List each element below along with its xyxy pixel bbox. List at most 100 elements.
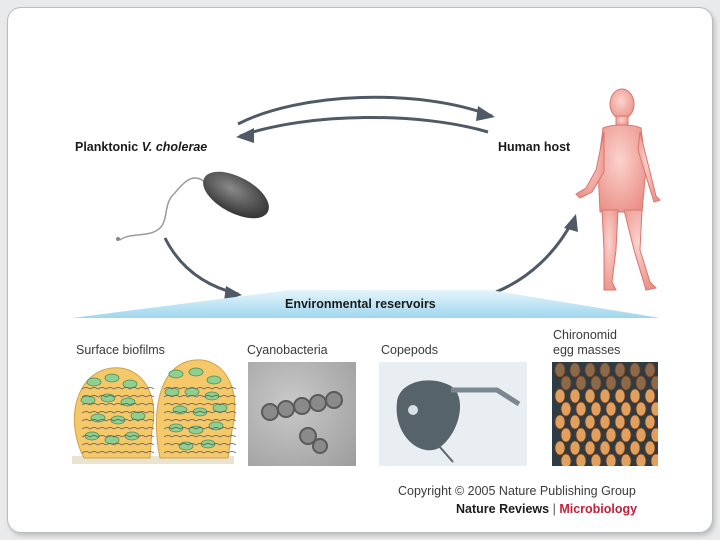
egg xyxy=(629,388,641,404)
biofilm-matrix-strand xyxy=(163,411,237,414)
vibrio-cholerae-bacterium xyxy=(116,171,269,241)
biofilm-cell xyxy=(122,379,138,389)
biofilm-matrix-strand xyxy=(81,451,155,454)
biofilm-matrix-strand xyxy=(163,435,237,438)
egg xyxy=(644,414,656,430)
environmental-reservoirs-label: Environmental reservoirs xyxy=(285,297,436,311)
egg xyxy=(650,401,658,417)
egg xyxy=(650,375,658,391)
egg xyxy=(560,375,572,391)
chironomid-egg-masses-photo xyxy=(552,362,658,466)
biofilm-cell xyxy=(204,391,220,401)
journal-section: Microbiology xyxy=(559,502,638,516)
egg xyxy=(629,362,641,378)
copyright-notice: Copyright © 2005 Nature Publishing Group xyxy=(398,484,636,498)
egg xyxy=(584,362,596,378)
cyanobacteria-micrograph xyxy=(248,362,356,466)
egg xyxy=(599,414,611,430)
biofilm-cell xyxy=(212,403,228,413)
egg xyxy=(650,427,658,443)
biofilm-matrix-strand xyxy=(81,387,155,390)
environmental-reservoirs-band xyxy=(72,290,660,318)
surface-biofilm-illustration xyxy=(72,359,237,464)
biofilm-cell xyxy=(192,407,208,417)
egg xyxy=(605,375,617,391)
egg xyxy=(560,401,572,417)
egg xyxy=(590,453,602,466)
egg xyxy=(635,375,647,391)
egg xyxy=(635,453,647,466)
chironomid-label-line2: egg masses xyxy=(553,343,621,357)
egg xyxy=(650,453,658,466)
egg xyxy=(644,388,656,404)
egg xyxy=(620,375,632,391)
egg xyxy=(569,440,581,456)
biofilm-cell xyxy=(200,439,216,449)
egg xyxy=(635,401,647,417)
planktonic-prefix: Planktonic xyxy=(75,140,142,154)
copepod-micrograph xyxy=(379,362,527,466)
biofilm-cell xyxy=(80,395,96,405)
egg xyxy=(620,427,632,443)
egg xyxy=(620,453,632,466)
egg xyxy=(560,453,572,466)
biofilm-matrix-strand xyxy=(81,403,155,406)
egg xyxy=(599,440,611,456)
egg xyxy=(629,440,641,456)
egg xyxy=(644,362,656,378)
biofilm-matrix-strand xyxy=(81,395,155,398)
egg xyxy=(605,453,617,466)
egg xyxy=(569,414,581,430)
egg xyxy=(590,427,602,443)
egg xyxy=(554,414,566,430)
egg xyxy=(584,388,596,404)
biofilm-matrix-strand xyxy=(163,395,237,398)
egg xyxy=(575,375,587,391)
biofilm-cell xyxy=(110,415,126,425)
biofilm-cell xyxy=(90,413,106,423)
human-host-label: Human host xyxy=(498,140,571,154)
arrow-to-reservoirs xyxy=(163,237,239,296)
egg xyxy=(584,414,596,430)
egg xyxy=(620,401,632,417)
egg xyxy=(569,362,581,378)
biofilm-cell xyxy=(130,411,146,421)
egg xyxy=(560,427,572,443)
egg xyxy=(590,375,602,391)
egg xyxy=(629,414,641,430)
arrow-to-human-host xyxy=(495,221,574,294)
egg xyxy=(584,440,596,456)
biofilm-matrix-strand xyxy=(81,427,155,430)
egg xyxy=(614,440,626,456)
biofilm-cell xyxy=(188,367,204,377)
biofilm-matrix-strand xyxy=(81,443,155,446)
human-host-figure xyxy=(575,88,661,291)
egg xyxy=(644,440,656,456)
egg xyxy=(605,427,617,443)
biofilm-cell xyxy=(172,405,188,415)
biofilm-cell xyxy=(100,393,116,403)
egg xyxy=(605,401,617,417)
journal-credit: Nature Reviews | Microbiology xyxy=(456,502,637,516)
biofilm-cell xyxy=(104,373,120,383)
egg xyxy=(554,440,566,456)
egg xyxy=(569,388,581,404)
biofilm-cell xyxy=(104,435,120,445)
reversible-transmission-arrows xyxy=(236,95,495,143)
biofilm-matrix-strand xyxy=(81,435,155,438)
biofilm-matrix-strand xyxy=(163,387,237,390)
egg xyxy=(575,427,587,443)
chironomid-label-line1: Chironomid xyxy=(553,328,617,342)
biofilm-matrix-strand xyxy=(163,403,237,406)
biofilm-cell xyxy=(86,377,102,387)
biofilm-matrix-strand xyxy=(81,419,155,422)
egg xyxy=(599,362,611,378)
egg xyxy=(635,427,647,443)
surface-biofilms-label: Surface biofilms xyxy=(76,343,165,357)
egg xyxy=(614,388,626,404)
biofilm-cell xyxy=(206,375,222,385)
species-name: V. cholerae xyxy=(141,140,208,154)
planktonic-vibrio-label: Planktonic V. cholerae xyxy=(75,140,207,154)
biofilm-matrix-strand xyxy=(81,411,155,414)
